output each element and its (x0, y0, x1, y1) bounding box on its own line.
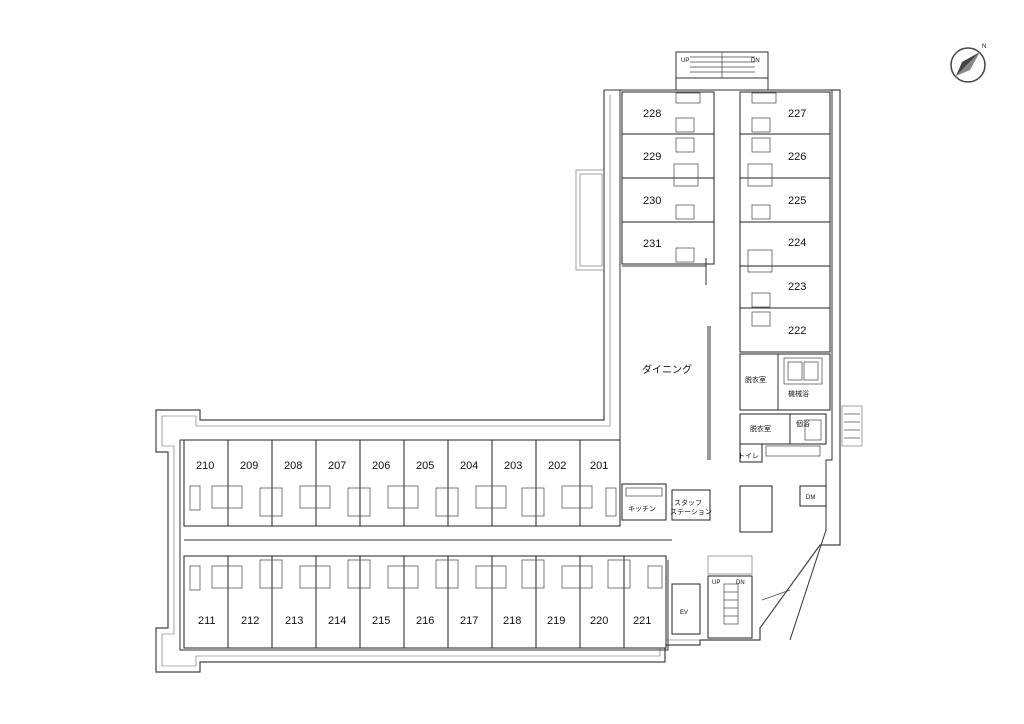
room-212: 212 (241, 615, 259, 627)
room-213: 213 (285, 615, 303, 627)
room-224: 224 (788, 237, 806, 249)
bath-area: 脱衣室 機械浴 脱衣室 個浴 トイレ (738, 353, 831, 463)
room-230: 230 (643, 195, 661, 207)
room-205: 205 (416, 460, 434, 472)
north-arrow-icon: N (950, 44, 986, 83)
staff-station-label-2: ステーション (670, 508, 712, 516)
room-207: 207 (328, 460, 346, 472)
room-231: 231 (643, 238, 661, 250)
room-229: 229 (643, 151, 661, 163)
service-core: DM EV UP DN (671, 485, 827, 639)
room-227: 227 (788, 108, 806, 120)
room-206: 206 (372, 460, 390, 472)
room-210: 210 (196, 460, 214, 472)
right-wing-east-rooms: 227 226 225 224 223 222 (739, 91, 831, 353)
right-wing-west-rooms: 228 229 230 231 (621, 91, 715, 265)
room-204: 204 (460, 460, 478, 472)
dressing-room-1-label: 脱衣室 (745, 375, 766, 384)
staff-station-label-1: スタッフ (674, 498, 702, 507)
room-203: 203 (504, 460, 522, 472)
room-211: 211 (198, 615, 216, 627)
room-218: 218 (503, 615, 521, 627)
private-bath-label: 個浴 (796, 419, 810, 428)
dressing-room-2-label: 脱衣室 (750, 424, 771, 433)
room-217: 217 (460, 615, 478, 627)
left-wing-top-rooms: 210 209 208 207 206 205 204 203 202 201 (183, 439, 621, 527)
room-209: 209 (240, 460, 258, 472)
machine-bath-label: 機械浴 (788, 389, 809, 398)
dining-area: ダイニング (622, 258, 711, 460)
toilet-label: トイレ (738, 452, 759, 460)
kitchen-label: キッチン (628, 505, 656, 513)
ev-label: EV (680, 610, 688, 616)
room-225: 225 (788, 195, 806, 207)
room-215: 215 (372, 615, 390, 627)
room-219: 219 (547, 615, 565, 627)
dining-label: ダイニング (642, 363, 692, 376)
north-label: N (982, 44, 986, 50)
room-208: 208 (284, 460, 302, 472)
building-outline: UP DN (155, 51, 863, 673)
left-wing-bottom-rooms: 211 212 213 214 215 216 217 218 219 220 … (183, 555, 667, 649)
room-220: 220 (590, 615, 608, 627)
room-222: 222 (788, 325, 806, 337)
room-228: 228 (643, 108, 661, 120)
dm-label: DM (806, 495, 815, 501)
room-221: 221 (633, 615, 651, 627)
stair-bottom-up-label: UP (712, 580, 720, 586)
room-214: 214 (328, 615, 346, 627)
room-202: 202 (548, 460, 566, 472)
room-223: 223 (788, 281, 806, 293)
room-216: 216 (416, 615, 434, 627)
room-201: 201 (590, 460, 608, 472)
stair-top-up-label: UP (681, 58, 689, 64)
stair-top-dn-label: DN (751, 58, 760, 64)
room-226: 226 (788, 151, 806, 163)
kitchen-staff-area: キッチン スタッフ ステーション (621, 483, 712, 521)
top-stair: UP DN (681, 52, 760, 78)
stair-bottom-dn-label: DN (736, 580, 745, 586)
